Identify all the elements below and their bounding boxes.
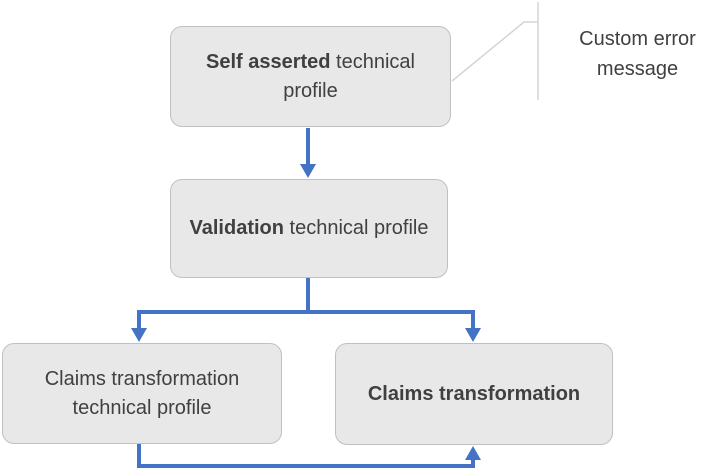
node-claims-transformation-technical-profile: Claims transformation technical profile xyxy=(2,343,282,444)
node-label-bold: Claims transformation xyxy=(367,382,581,405)
arrowhead-down-claims-tp xyxy=(131,328,147,342)
node-label: Claims transformation xyxy=(368,380,580,409)
connector-validation-branch xyxy=(137,310,475,330)
node-claims-transformation: Claims transformation xyxy=(335,343,613,445)
node-label: Claims transformation technical profile xyxy=(15,365,269,423)
node-self-asserted-technical-profile: Self asserted technical profile xyxy=(170,26,451,127)
arrowhead-up-claims xyxy=(465,446,481,460)
callout-leader-line xyxy=(451,2,539,100)
node-label-bold: Validation xyxy=(189,217,284,239)
callout-text: Custom error message xyxy=(579,28,696,80)
arrowhead-down-claims xyxy=(465,328,481,342)
node-label-rest: technical profile xyxy=(283,50,415,102)
callout-leader-diagonal xyxy=(451,21,538,82)
node-label-rest: technical profile xyxy=(283,217,429,239)
node-validation-technical-profile: Validation technical profile xyxy=(170,179,448,278)
node-label: Validation technical profile xyxy=(190,214,429,243)
node-label-bold: Self asserted xyxy=(205,50,331,73)
node-label-rest: Claims transformation technical profile xyxy=(44,367,240,419)
arrowhead-down-validation xyxy=(300,164,316,178)
connector-claims-tp-to-claims xyxy=(137,444,475,468)
node-label: Self asserted technical profile xyxy=(183,48,438,106)
